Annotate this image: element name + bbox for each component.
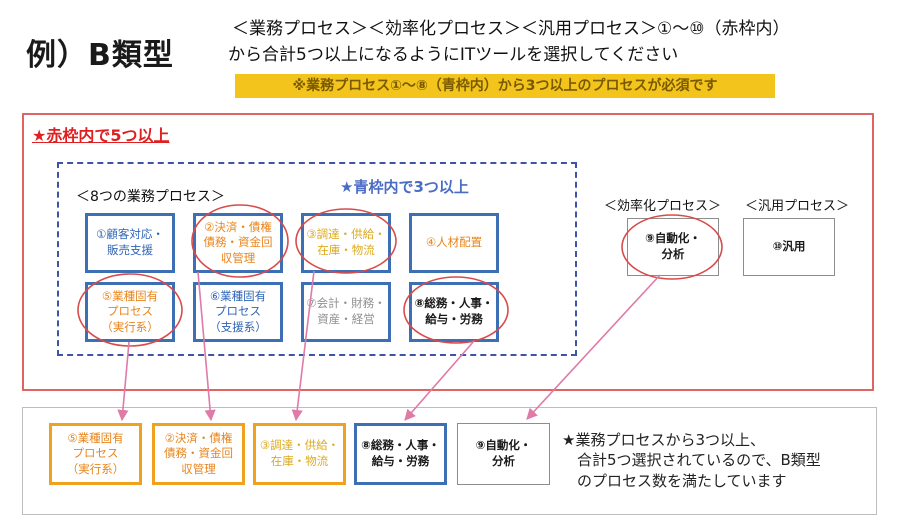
arrow-to-selected-3: [291, 270, 315, 422]
summary-text: ★業務プロセスから3つ以上、 合計5つ選択されているので、B類型 のプロセス数を…: [562, 431, 821, 490]
process-5-box: ⑤業種固有 プロセス （実行系）: [85, 282, 175, 342]
arrow-to-selected-2: [197, 271, 216, 422]
selected-process-3: ③調達・供給・ 在庫・物流: [253, 423, 346, 485]
process-1-box: ①顧客対応・ 販売支援: [85, 213, 175, 273]
efficiency-group-label: ＜効率化プロセス＞: [604, 199, 722, 214]
process-9-box: ⑨自動化・ 分析: [627, 218, 719, 276]
red-frame-label: ★赤枠内で5つ以上: [32, 126, 170, 145]
blue-frame-label: ★青枠内で3つ以上: [340, 178, 469, 196]
circle-process-3: [295, 208, 397, 274]
process-10-box: ⑩汎用: [743, 218, 835, 276]
circle-process-2: [191, 204, 289, 278]
selected-process-2: ②決済・債権 債務・資金回 収管理: [152, 423, 245, 485]
instruction-line-1: ＜業務プロセス＞＜効率化プロセス＞＜汎用プロセス＞①～⑩（赤枠内）: [232, 19, 790, 39]
process-4-box: ④人材配置: [409, 213, 499, 273]
arrow-to-selected-8: [404, 340, 475, 421]
arrow-to-selected-9: [526, 274, 661, 420]
selected-process-5: ⑤業種固有 プロセス （実行系）: [49, 423, 142, 485]
business-group-label: ＜8つの業務プロセス＞: [76, 189, 225, 205]
blue-dashed-frame: [57, 162, 577, 356]
instruction-line-2: から合計5つ以上になるようにITツールを選択してください: [228, 45, 679, 65]
selected-process-8: ⑧総務・人事・ 給与・労務: [354, 423, 447, 485]
arrow-to-selected-5: [117, 341, 130, 422]
selected-process-9: ⑨自動化・ 分析: [457, 423, 550, 485]
red-frame: [22, 113, 874, 391]
process-7-box: ⑦会計・財務・ 資産・経営: [301, 282, 391, 342]
circle-process-9: [621, 214, 723, 280]
process-3-box: ③調達・供給・ 在庫・物流: [301, 213, 391, 273]
circle-process-8: [403, 276, 509, 344]
selection-frame: [22, 407, 877, 515]
process-2-box: ②決済・債権 債務・資金回 収管理: [193, 213, 283, 273]
general-group-label: ＜汎用プロセス＞: [745, 199, 850, 214]
page-title: 例）B類型: [26, 38, 174, 73]
process-6-box: ⑥業種固有 プロセス （支援系）: [193, 282, 283, 342]
process-8-box: ⑧総務・人事・ 給与・労務: [409, 282, 499, 342]
requirement-note: ※業務プロセス①～⑧（青枠内）から3つ以上のプロセスが必須です: [235, 74, 775, 98]
circle-process-5: [77, 273, 183, 347]
